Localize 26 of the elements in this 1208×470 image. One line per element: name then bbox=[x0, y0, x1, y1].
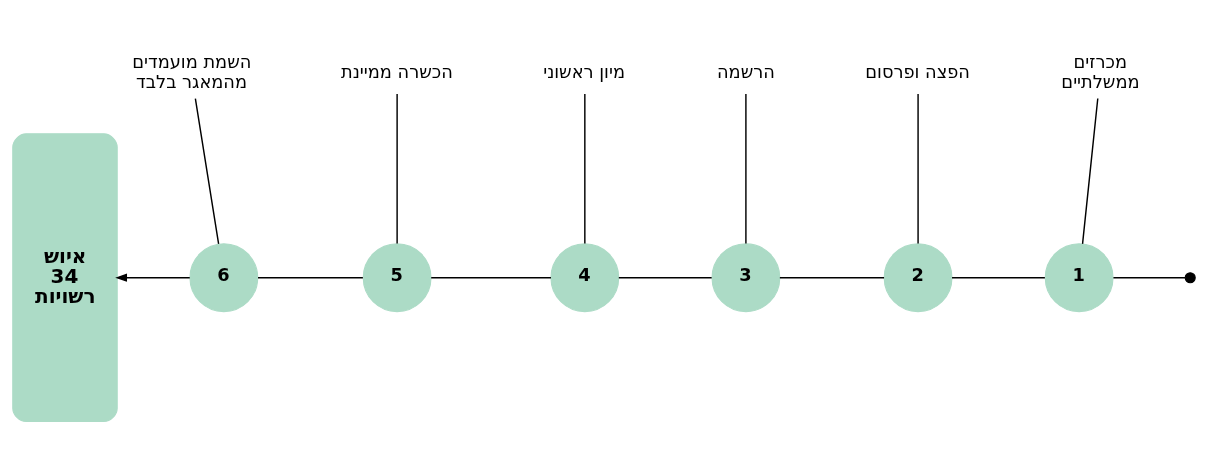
connector bbox=[618, 276, 713, 278]
connector bbox=[917, 92, 919, 244]
node-circle bbox=[1184, 271, 1196, 283]
connector bbox=[745, 92, 747, 244]
connector bbox=[584, 92, 586, 244]
connector bbox=[951, 276, 1046, 278]
connector bbox=[396, 92, 398, 244]
node-text: הפצה ופרסום bbox=[865, 61, 970, 82]
connector bbox=[779, 276, 885, 278]
node-circle: 6 bbox=[189, 242, 259, 312]
node-text: השמת מועמדים מהמאגר בלבד bbox=[132, 51, 252, 92]
node-circle: 5 bbox=[362, 242, 432, 312]
node-text: הרשמה bbox=[717, 61, 775, 82]
node-text: הכשרה ממיינת bbox=[341, 61, 453, 82]
node-circle: 1 bbox=[1044, 242, 1114, 312]
connector bbox=[1112, 276, 1186, 278]
node-circle: 3 bbox=[711, 242, 781, 312]
arrow bbox=[115, 273, 191, 282]
node-circle: 2 bbox=[883, 242, 953, 312]
connector bbox=[1081, 97, 1099, 245]
connector bbox=[257, 276, 364, 278]
node-circle: 4 bbox=[550, 242, 620, 312]
connector bbox=[430, 276, 552, 278]
connector bbox=[194, 97, 220, 245]
node-text: מכרזים ממשלתיים bbox=[1061, 51, 1140, 92]
node-text: מיון ראשוני bbox=[543, 61, 625, 82]
